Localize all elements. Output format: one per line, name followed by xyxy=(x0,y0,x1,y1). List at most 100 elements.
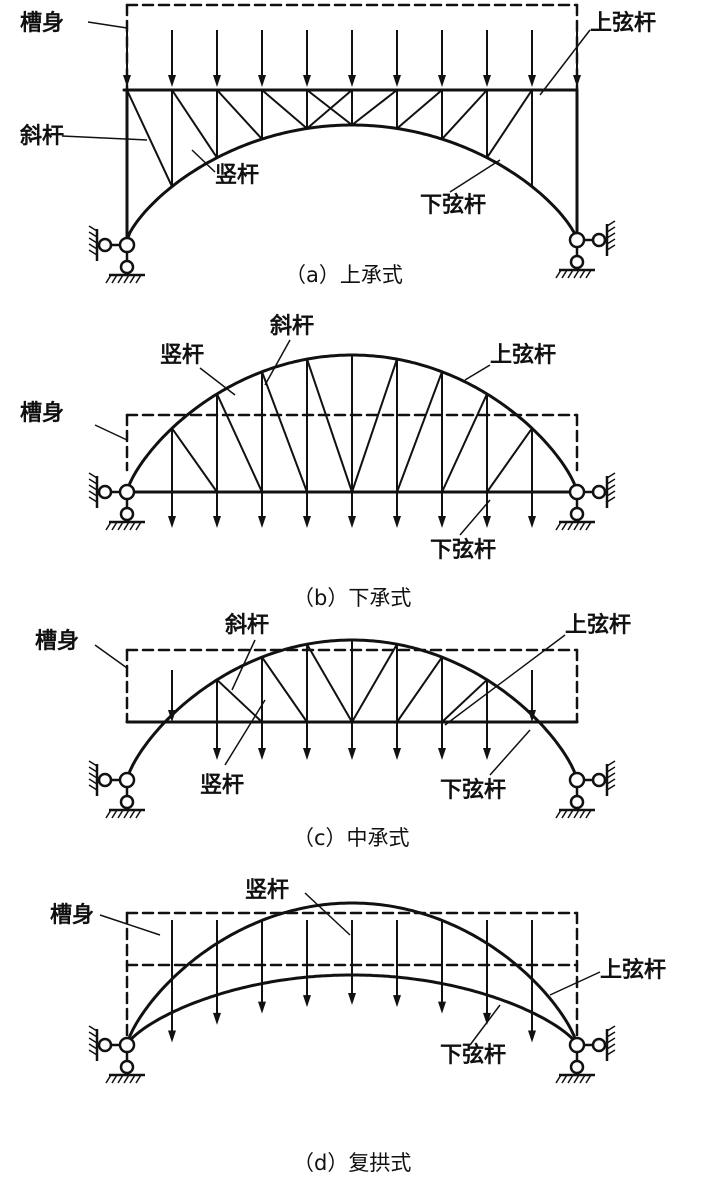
leader-line xyxy=(61,135,148,141)
caption-b: （b）下承式 xyxy=(293,586,411,610)
arrow-head xyxy=(303,75,311,87)
load-arrow xyxy=(303,30,311,87)
diagonal-member xyxy=(216,392,263,493)
leader-line xyxy=(191,149,216,173)
diagonal-member xyxy=(486,89,533,159)
ground-hatch xyxy=(105,274,112,284)
hinge-support xyxy=(88,1025,145,1084)
load-arrow xyxy=(258,722,266,760)
wall-hatch xyxy=(606,1043,616,1050)
label-trough: 槽身 xyxy=(50,902,94,928)
diagonal-member xyxy=(441,89,488,141)
ground-hatch xyxy=(567,269,574,279)
arrow-head xyxy=(393,995,401,1008)
diagonal-member xyxy=(396,656,443,723)
load-arrow xyxy=(438,722,446,760)
leader-line xyxy=(449,159,501,193)
load-arrow xyxy=(168,920,176,1043)
ground-hatch xyxy=(129,274,136,284)
arrow-head xyxy=(573,75,581,87)
ground-hatch xyxy=(123,274,130,284)
label-lower-chord: 下弦杆 xyxy=(420,192,486,218)
hinge-support xyxy=(555,472,616,531)
roller-circle xyxy=(97,237,113,253)
arrow-head xyxy=(483,516,491,528)
ground-hatch xyxy=(111,809,118,819)
load-arrow xyxy=(213,920,221,1025)
load-arrow xyxy=(528,670,536,722)
wall-hatch xyxy=(606,478,616,485)
arrow-head xyxy=(483,748,491,760)
leader-line xyxy=(87,21,128,29)
leader-line xyxy=(264,339,291,386)
arrow-head xyxy=(303,995,311,1008)
wall-hatch xyxy=(88,778,98,785)
wall-hatch xyxy=(88,760,98,767)
load-arrow xyxy=(483,920,491,1025)
ground-hatch xyxy=(555,521,562,531)
ground-hatch xyxy=(123,809,130,819)
ground-hatch xyxy=(561,809,568,819)
wall-hatch xyxy=(606,472,616,479)
load-arrow xyxy=(213,30,221,87)
ground-hatch xyxy=(573,1074,580,1084)
joint-circle xyxy=(118,771,136,789)
leader-line xyxy=(304,892,351,936)
ground-hatch xyxy=(111,1074,118,1084)
load-arrow xyxy=(348,920,356,1005)
diagonal-member xyxy=(441,678,488,723)
diagonal-member xyxy=(351,358,398,493)
joint-circle xyxy=(118,483,136,501)
ground-hatch xyxy=(573,269,580,279)
wall-hatch xyxy=(606,496,616,503)
load-arrow xyxy=(303,492,311,528)
load-arrow xyxy=(258,30,266,87)
load-arrow xyxy=(483,492,491,528)
wall-hatch xyxy=(606,1049,616,1056)
leader-line xyxy=(539,29,591,96)
ground-hatch xyxy=(555,269,562,279)
diagonal-member xyxy=(216,89,263,141)
load-arrow xyxy=(438,920,446,1014)
ground-hatch xyxy=(573,809,580,819)
wall-hatch xyxy=(606,1037,616,1044)
label-lower-chord: 下弦杆 xyxy=(440,1042,506,1068)
wall-hatch xyxy=(88,231,98,238)
arrow-head xyxy=(348,993,356,1005)
wall-hatch xyxy=(88,225,98,232)
hinge-support xyxy=(88,472,145,531)
ground-hatch xyxy=(111,521,118,531)
ground-hatch xyxy=(585,269,592,279)
wall-hatch xyxy=(606,484,616,491)
diagonal-member xyxy=(261,370,308,493)
load-arrow xyxy=(438,492,446,528)
load-arrow xyxy=(258,920,266,1014)
wall-hatch xyxy=(88,1025,98,1032)
ground-hatch xyxy=(573,521,580,531)
diagonal-member xyxy=(351,643,398,723)
ground-hatch xyxy=(579,1074,586,1084)
wall-hatch xyxy=(606,772,616,779)
wall-hatch xyxy=(606,238,616,245)
diagonal-member xyxy=(261,89,308,130)
upper-arch xyxy=(125,901,579,1046)
arrow-head xyxy=(528,1030,536,1043)
arrow-head xyxy=(348,516,356,528)
arrow-head xyxy=(168,516,176,528)
wall-hatch xyxy=(606,226,616,233)
ground-hatch xyxy=(555,809,562,819)
arrow-head xyxy=(123,75,131,87)
roller-circle xyxy=(591,772,607,788)
arrow-head xyxy=(258,1001,266,1014)
load-arrow xyxy=(258,492,266,528)
arrow-head xyxy=(303,748,311,760)
wall-hatch xyxy=(606,784,616,791)
label-vertical: 竖杆 xyxy=(160,343,204,368)
diagonal-member xyxy=(126,89,173,188)
ground-hatch xyxy=(117,809,124,819)
wall-hatch xyxy=(88,472,98,479)
arrow-head xyxy=(258,75,266,87)
load-arrow xyxy=(303,722,311,760)
load-arrow xyxy=(483,722,491,760)
wall-hatch xyxy=(88,1031,98,1038)
